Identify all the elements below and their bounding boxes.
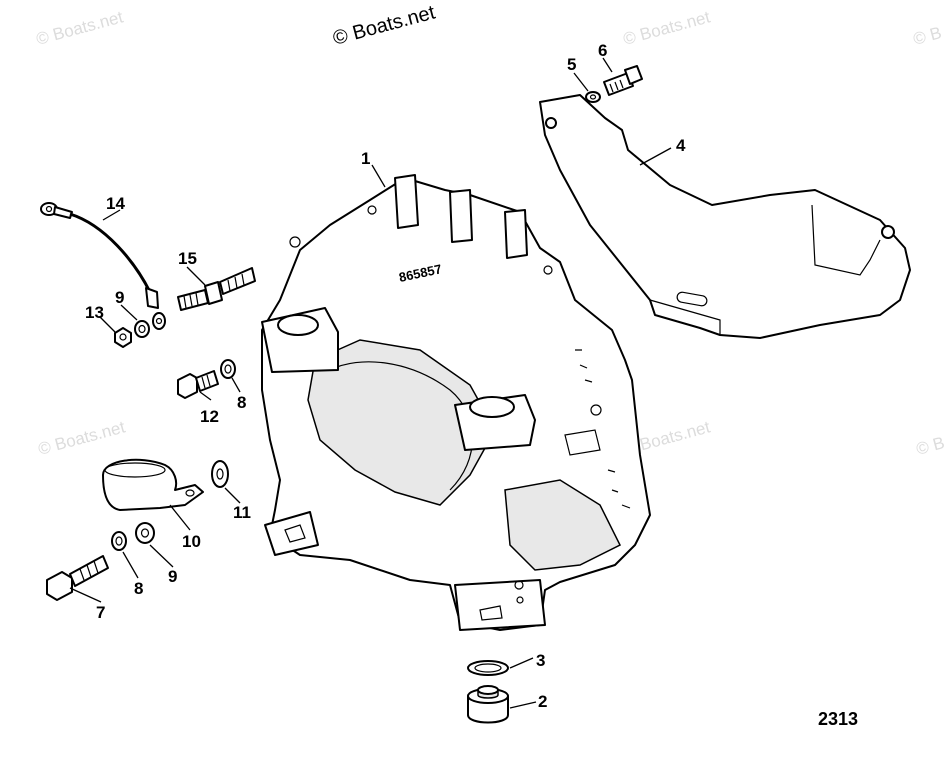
watermark-mid-left: © Boats.net bbox=[36, 417, 127, 458]
bolt-part-7 bbox=[46, 555, 109, 601]
stud-part-15 bbox=[177, 267, 256, 311]
callout-11: 11 bbox=[233, 503, 251, 522]
callout-6: 6 bbox=[598, 41, 607, 60]
watermark-top-left: © Boats.net bbox=[34, 7, 125, 48]
callout-5: 5 bbox=[567, 55, 576, 74]
washer-part-5 bbox=[585, 91, 601, 103]
callout-14: 14 bbox=[106, 194, 125, 213]
callout-8-lower: 8 bbox=[134, 579, 143, 598]
watermark-top-right: © Boats.net bbox=[621, 7, 712, 48]
ground-cable-part-14 bbox=[40, 202, 166, 330]
callout-9-upper: 9 bbox=[115, 288, 124, 307]
callout-12: 12 bbox=[200, 407, 219, 426]
callout-10: 10 bbox=[182, 532, 201, 551]
lockwasher-part-8-upper bbox=[220, 359, 236, 379]
callout-4: 4 bbox=[676, 136, 686, 155]
callout-15: 15 bbox=[178, 249, 197, 268]
watermark-far-right-top: © B bbox=[911, 23, 944, 49]
washer-part-11 bbox=[211, 460, 229, 488]
lockwasher-part-8-lower bbox=[111, 531, 127, 551]
nut-part-13 bbox=[114, 327, 132, 348]
callout-8-upper: 8 bbox=[237, 393, 246, 412]
callout-labels: 1 2 3 4 5 6 7 8 8 9 9 10 11 12 13 14 15 bbox=[85, 41, 686, 711]
copyright-label: © Boats.net bbox=[331, 1, 438, 49]
callout-9-lower: 9 bbox=[168, 567, 177, 586]
callout-1: 1 bbox=[361, 149, 370, 168]
callout-3: 3 bbox=[536, 651, 545, 670]
bolt-part-6 bbox=[603, 65, 643, 96]
clamp-part-10 bbox=[102, 458, 204, 511]
figure-number: 2313 bbox=[818, 709, 858, 729]
washer-part-9-upper bbox=[134, 320, 150, 338]
leader-lines bbox=[69, 57, 672, 709]
callout-13: 13 bbox=[85, 303, 104, 322]
seal-part-3 bbox=[467, 660, 509, 676]
flywheel-shield bbox=[539, 94, 911, 339]
bushing-part-2 bbox=[467, 685, 509, 724]
watermark-far-right-mid: © B bbox=[914, 433, 947, 459]
bolt-part-12 bbox=[177, 370, 219, 399]
callout-7: 7 bbox=[96, 603, 105, 622]
flywheel-housing: 865857 bbox=[261, 174, 651, 631]
callout-2: 2 bbox=[538, 692, 547, 711]
washer-part-9-lower bbox=[135, 522, 155, 544]
